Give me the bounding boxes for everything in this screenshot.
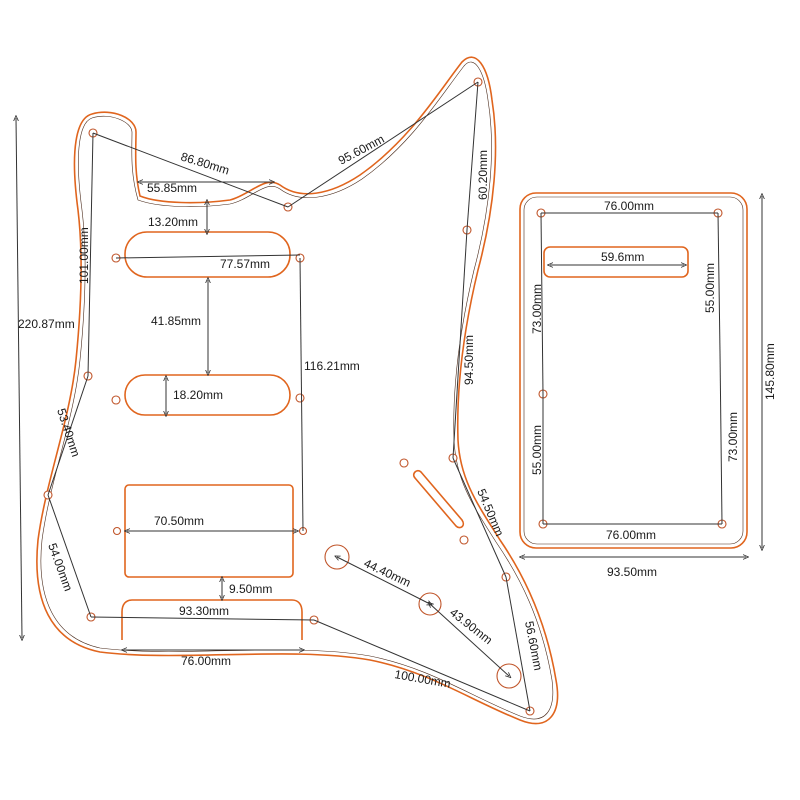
label-top-left-to-center: 86.80mm: [179, 149, 231, 177]
label-right-lower-1: 54.50mm: [474, 487, 506, 539]
label-control-cavity-width: 76.00mm: [181, 654, 231, 668]
label-lower-diagonal: 100.00mm: [393, 667, 451, 691]
label-cover-left-lower: 55.00mm: [530, 425, 544, 475]
label-top-right-diag: 95.60mm: [336, 132, 387, 168]
label-right-edge-upper: 60.20mm: [476, 150, 490, 200]
label-mid-pickup-height: 18.20mm: [173, 388, 223, 402]
label-cover-left-upper: 73.00mm: [530, 284, 544, 334]
label-left-height: 101.00mm: [77, 227, 91, 284]
label-cover-outer-width: 93.50mm: [607, 565, 657, 579]
label-cover-slot: 59.6mm: [601, 250, 644, 264]
cover-dimension-lines: [522, 196, 762, 557]
label-left-bottom-diag: 54.00mm: [45, 541, 75, 593]
label-cover-height: 145.80mm: [763, 343, 777, 400]
label-cover-right-lower: 73.00mm: [726, 412, 740, 462]
dimension-labels: 86.80mm 95.60mm 55.85mm 13.20mm 101.00mm…: [18, 132, 777, 691]
cover-slot: [543, 246, 689, 278]
switch-slot: [412, 469, 465, 529]
label-cover-bottom-width: 76.00mm: [606, 528, 656, 542]
label-horn-slot: 55.85mm: [147, 181, 197, 195]
screw-hole: [459, 535, 469, 545]
label-left-lower-diag: 53.40mm: [54, 407, 83, 459]
label-total-height: 220.87mm: [18, 317, 75, 331]
cover-inner: [523, 196, 744, 545]
label-cover-top-width: 76.00mm: [604, 199, 654, 213]
label-cover-right-upper: 55.00mm: [703, 263, 717, 313]
label-vertical-screw-span: 116.21mm: [304, 359, 360, 373]
pickguard-dimension-lines: [16, 81, 531, 712]
screw-hole: [295, 393, 305, 403]
label-lower-gap: 9.50mm: [229, 582, 272, 596]
bottom-cutout: [121, 599, 303, 640]
label-right-edge-mid: 94.50mm: [462, 335, 476, 385]
label-mid-gap: 41.85mm: [151, 314, 201, 328]
cover-outer: [519, 192, 748, 549]
label-humbucker-width: 70.50mm: [154, 514, 204, 528]
screw-hole: [111, 395, 121, 405]
screw-hole: [399, 458, 409, 468]
label-upper-gap: 13.20mm: [148, 215, 198, 229]
label-bottom-screw-span: 93.30mm: [179, 604, 229, 618]
back-cover-plate: [519, 192, 748, 549]
label-right-lower-2: 56.60mm: [522, 620, 545, 672]
screw-hole: [112, 526, 122, 536]
label-neck-pickup: 77.57mm: [220, 257, 270, 271]
